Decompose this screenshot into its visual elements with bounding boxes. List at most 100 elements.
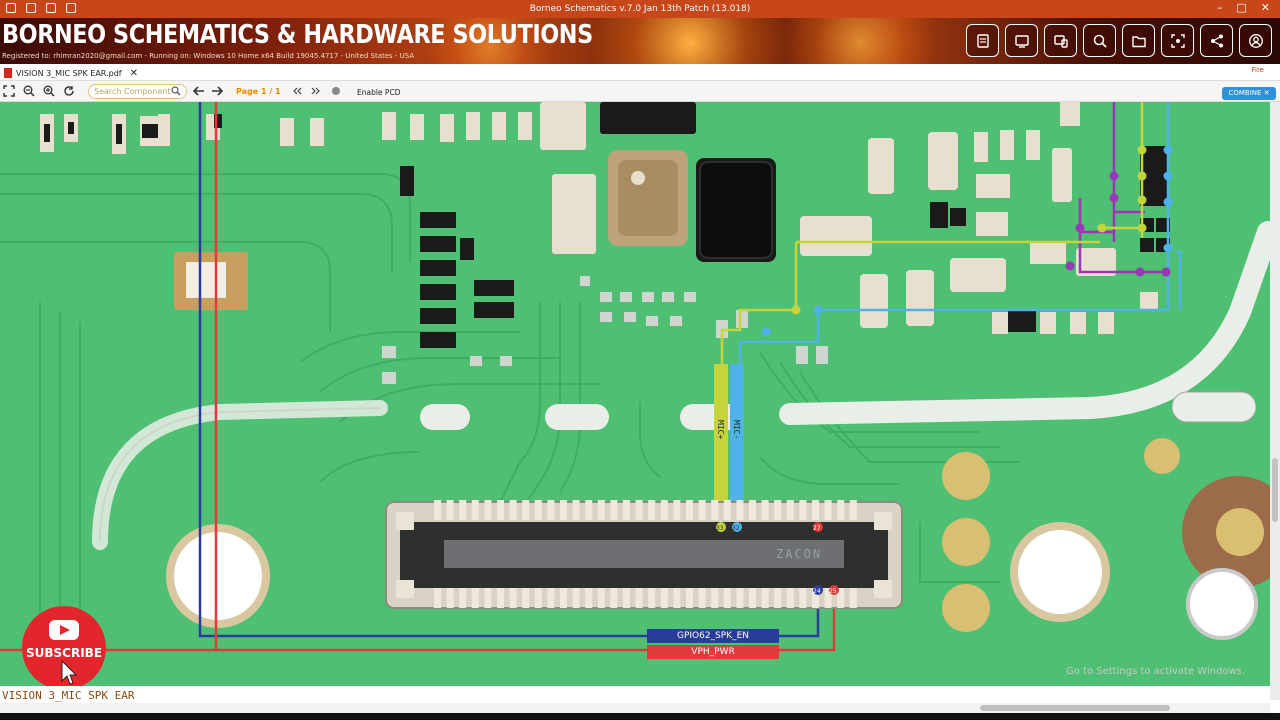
- zoom-in-icon[interactable]: [42, 84, 56, 98]
- enable-pcd-label[interactable]: Enable PCD: [357, 88, 401, 97]
- back-arrow-icon[interactable]: [192, 84, 206, 98]
- fire-logo: Fire: [1251, 66, 1265, 74]
- connector-pin: [786, 588, 794, 608]
- pcb-board-view[interactable]: 33 32 27 24 25 ZACON MIC+ MIC- GPIO62_SP…: [0, 102, 1270, 686]
- tool-buttons: [966, 24, 1272, 57]
- connector-pin: [648, 588, 656, 608]
- connector-pin: [749, 588, 756, 608]
- youtube-play-icon: [49, 620, 79, 640]
- connector-pin: [547, 588, 555, 608]
- pin-25-marker: [829, 585, 839, 595]
- app-icon[interactable]: [6, 3, 16, 13]
- combine-label: COMBINE: [1228, 89, 1262, 97]
- pin-24-marker: [813, 585, 823, 595]
- subscribe-label: SUBSCRIBE: [25, 646, 103, 660]
- pin-25-label: 25: [829, 588, 837, 595]
- first-page-icon[interactable]: [291, 84, 303, 98]
- account-icon[interactable]: [1239, 24, 1272, 57]
- youtube-icon[interactable]: [66, 3, 76, 13]
- connector-pin: [484, 500, 492, 520]
- connector-pin: [824, 500, 832, 520]
- window-controls: – □ ✕: [1217, 1, 1270, 14]
- activation-watermark: Go to Settings to activate Windows.: [1066, 666, 1246, 677]
- connector-pin: [560, 588, 567, 608]
- share-icon[interactable]: [1200, 24, 1233, 57]
- scan-icon[interactable]: [1161, 24, 1194, 57]
- horizontal-scroll-thumb[interactable]: [980, 705, 1170, 711]
- connector-pin: [849, 588, 857, 608]
- connector-pin: [471, 500, 479, 520]
- pin-27-marker: [813, 522, 823, 532]
- connector-pin: [824, 588, 832, 608]
- zoom-out-icon[interactable]: [22, 84, 36, 98]
- connector-pin: [497, 588, 504, 608]
- connector-pin: [572, 588, 580, 608]
- connector-pin: [610, 588, 618, 608]
- connector-pin: [597, 500, 605, 520]
- connector-pin: [585, 500, 593, 520]
- viewer-toolbar: Search Component Page 1 / 1 Enable PCD C…: [0, 81, 1280, 102]
- maximize-button[interactable]: □: [1236, 1, 1247, 14]
- connector-pin: [484, 588, 492, 608]
- schematic-icon[interactable]: [966, 24, 999, 57]
- document-tab-row: VISION 3_MIC SPK EAR.pdf ✕ Fire: [0, 64, 1280, 81]
- connector-pin: [736, 588, 744, 608]
- last-page-icon[interactable]: [310, 84, 322, 98]
- screen-icon[interactable]: [1005, 24, 1038, 57]
- subscribe-badge[interactable]: SUBSCRIBE: [22, 606, 106, 690]
- connector-pin: [686, 588, 693, 608]
- forward-arrow-icon[interactable]: [210, 84, 224, 98]
- connector-pin: [749, 500, 756, 520]
- mic-minus-trace: [730, 364, 744, 502]
- pcd-toggle-icon[interactable]: [330, 84, 342, 98]
- registration-info: Registered to: rhimran2020@gmail.com - R…: [2, 52, 415, 60]
- connector-pin: [774, 500, 782, 520]
- connector-pin: [497, 500, 504, 520]
- document-tab[interactable]: VISION 3_MIC SPK EAR.pdf ✕: [4, 66, 138, 80]
- connector-pin: [723, 500, 731, 520]
- gpio-net-label[interactable]: GPIO62_SPK_EN: [647, 629, 779, 643]
- connector-pin: [459, 500, 467, 520]
- connector-pin: [547, 500, 555, 520]
- vertical-scrollbar[interactable]: [1270, 102, 1280, 700]
- pin-32-label: 32: [732, 525, 740, 532]
- connector-pin: [711, 588, 719, 608]
- whatsapp-icon[interactable]: [46, 3, 56, 13]
- connector-pin: [635, 588, 643, 608]
- connector-pin: [698, 588, 706, 608]
- fit-screen-icon[interactable]: [2, 84, 16, 98]
- connector-pin: [522, 588, 530, 608]
- close-tab-button[interactable]: ✕: [129, 67, 138, 79]
- vph-net-label[interactable]: VPH_PWR: [647, 645, 779, 659]
- search-icon[interactable]: [170, 84, 182, 98]
- connector-pin: [446, 500, 454, 520]
- minimize-button[interactable]: –: [1216, 1, 1223, 14]
- connector-pin: [560, 500, 567, 520]
- connector-pin: [522, 500, 530, 520]
- folder-icon[interactable]: [1122, 24, 1155, 57]
- connector-pin: [635, 500, 643, 520]
- vertical-scroll-thumb[interactable]: [1272, 458, 1278, 522]
- connector-pin: [459, 588, 467, 608]
- connector-pin: [837, 500, 845, 520]
- connector-pin: [837, 588, 845, 608]
- connector-pin: [660, 500, 668, 520]
- search-component-input[interactable]: Search Component: [88, 84, 187, 99]
- pin-27-label: 27: [813, 525, 821, 532]
- horizontal-scrollbar[interactable]: [0, 703, 1270, 713]
- page-indicator: Page 1 / 1: [236, 87, 281, 96]
- pin-33-marker: [716, 522, 726, 532]
- refresh-icon[interactable]: [62, 84, 76, 98]
- connector-pin: [471, 588, 479, 608]
- combine-button[interactable]: COMBINE ✕: [1222, 87, 1276, 100]
- pdf-icon: [4, 68, 12, 78]
- close-window-button[interactable]: ✕: [1260, 1, 1270, 14]
- document-tab-label: VISION 3_MIC SPK EAR.pdf: [16, 68, 122, 78]
- devices-icon[interactable]: [1044, 24, 1077, 57]
- connector-pin: [812, 588, 819, 608]
- connector-pin: [774, 588, 782, 608]
- zoom-search-icon[interactable]: [1083, 24, 1116, 57]
- facebook-icon[interactable]: [26, 3, 36, 13]
- connector-pin: [786, 500, 794, 520]
